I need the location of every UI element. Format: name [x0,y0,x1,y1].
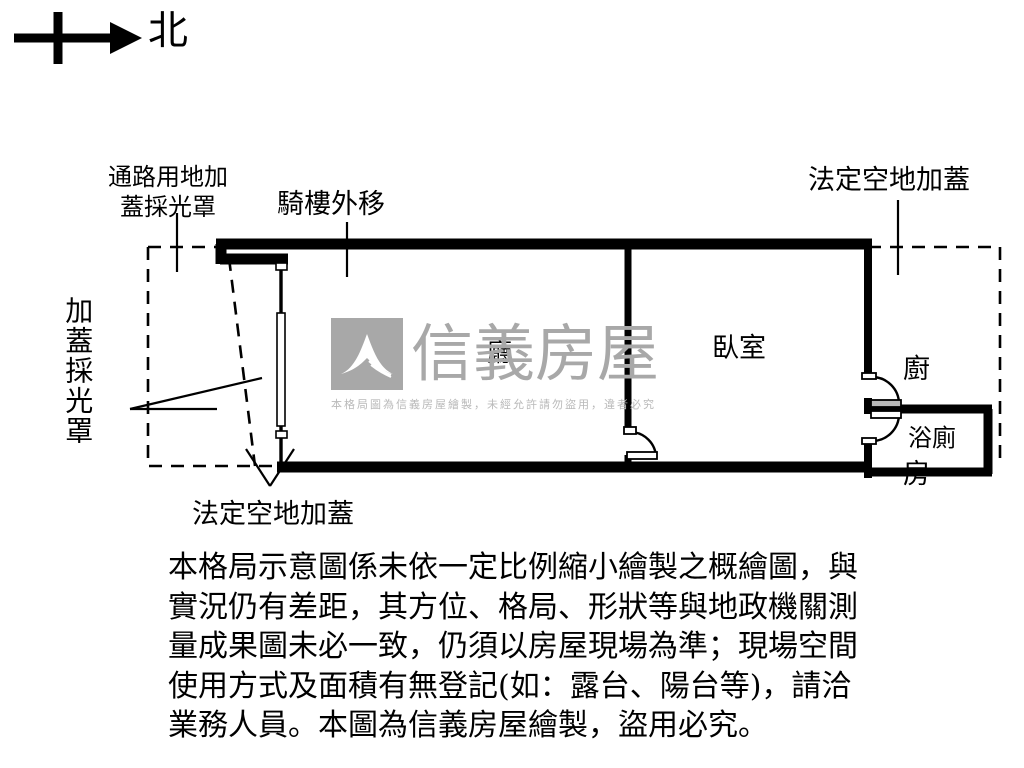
north-label: 北 [148,8,188,54]
leader-legal-bottom-a [245,448,271,487]
dashed-slant-line [227,257,257,467]
building-walls [215,238,993,478]
dashed-right-coverage [868,245,1002,466]
label-arcade-moved: 騎樓外移 [277,189,385,220]
label-passage-skylight: 通路用地加 蓋採光罩 [108,163,228,221]
disclaimer-line: 本格局示意圖係未依一定比例縮小繪製之概繪圖，與 [168,550,858,585]
leader-lines [129,200,900,487]
dashed-left-coverage [146,247,281,468]
room-label-kitchen-line2: 房 [903,459,930,491]
door-kitchen [861,372,902,408]
room-label-bathroom: 浴廁 [908,424,956,452]
disclaimer-line: 實況仍有差距，其方位、格局、形狀等與地政機關測 [168,589,858,625]
disclaimer-line: 業務人員。本圖為信義房屋繪製，盜用必究。 [168,708,768,744]
room-label-kitchen: 廚 房 [903,282,937,563]
door-living-bedroom [623,426,658,460]
door-bathroom [861,410,902,445]
window-left-wall [275,262,288,439]
label-legal-land-cover-bottom: 法定空地加蓋 [192,499,354,530]
leader-skylight-upper [129,376,263,411]
disclaimer-text: 本格局示意圖係未依一定比例縮小繪製之概繪圖，與 實況仍有差距，其方位、格局、形狀… [168,548,958,746]
room-label-bedroom: 臥室 [712,333,766,364]
label-covered-skylight: 加蓋採光罩 [61,296,95,446]
disclaimer-line: 量成果圖未必一致，仍須以房屋現場為準；現場空間 [168,629,858,665]
north-arrow-icon [14,12,142,64]
disclaimer-line: 使用方式及面積有無登記(如：露台、陽台等)，請洽 [168,668,852,704]
label-legal-land-cover-top: 法定空地加蓋 [808,165,970,196]
room-label-living-room: 廳 [487,338,513,367]
dashed-coverage-outlines [146,245,1002,468]
leader-legal-bottom-b [269,448,295,487]
room-label-kitchen-line1: 廚 [903,354,930,386]
